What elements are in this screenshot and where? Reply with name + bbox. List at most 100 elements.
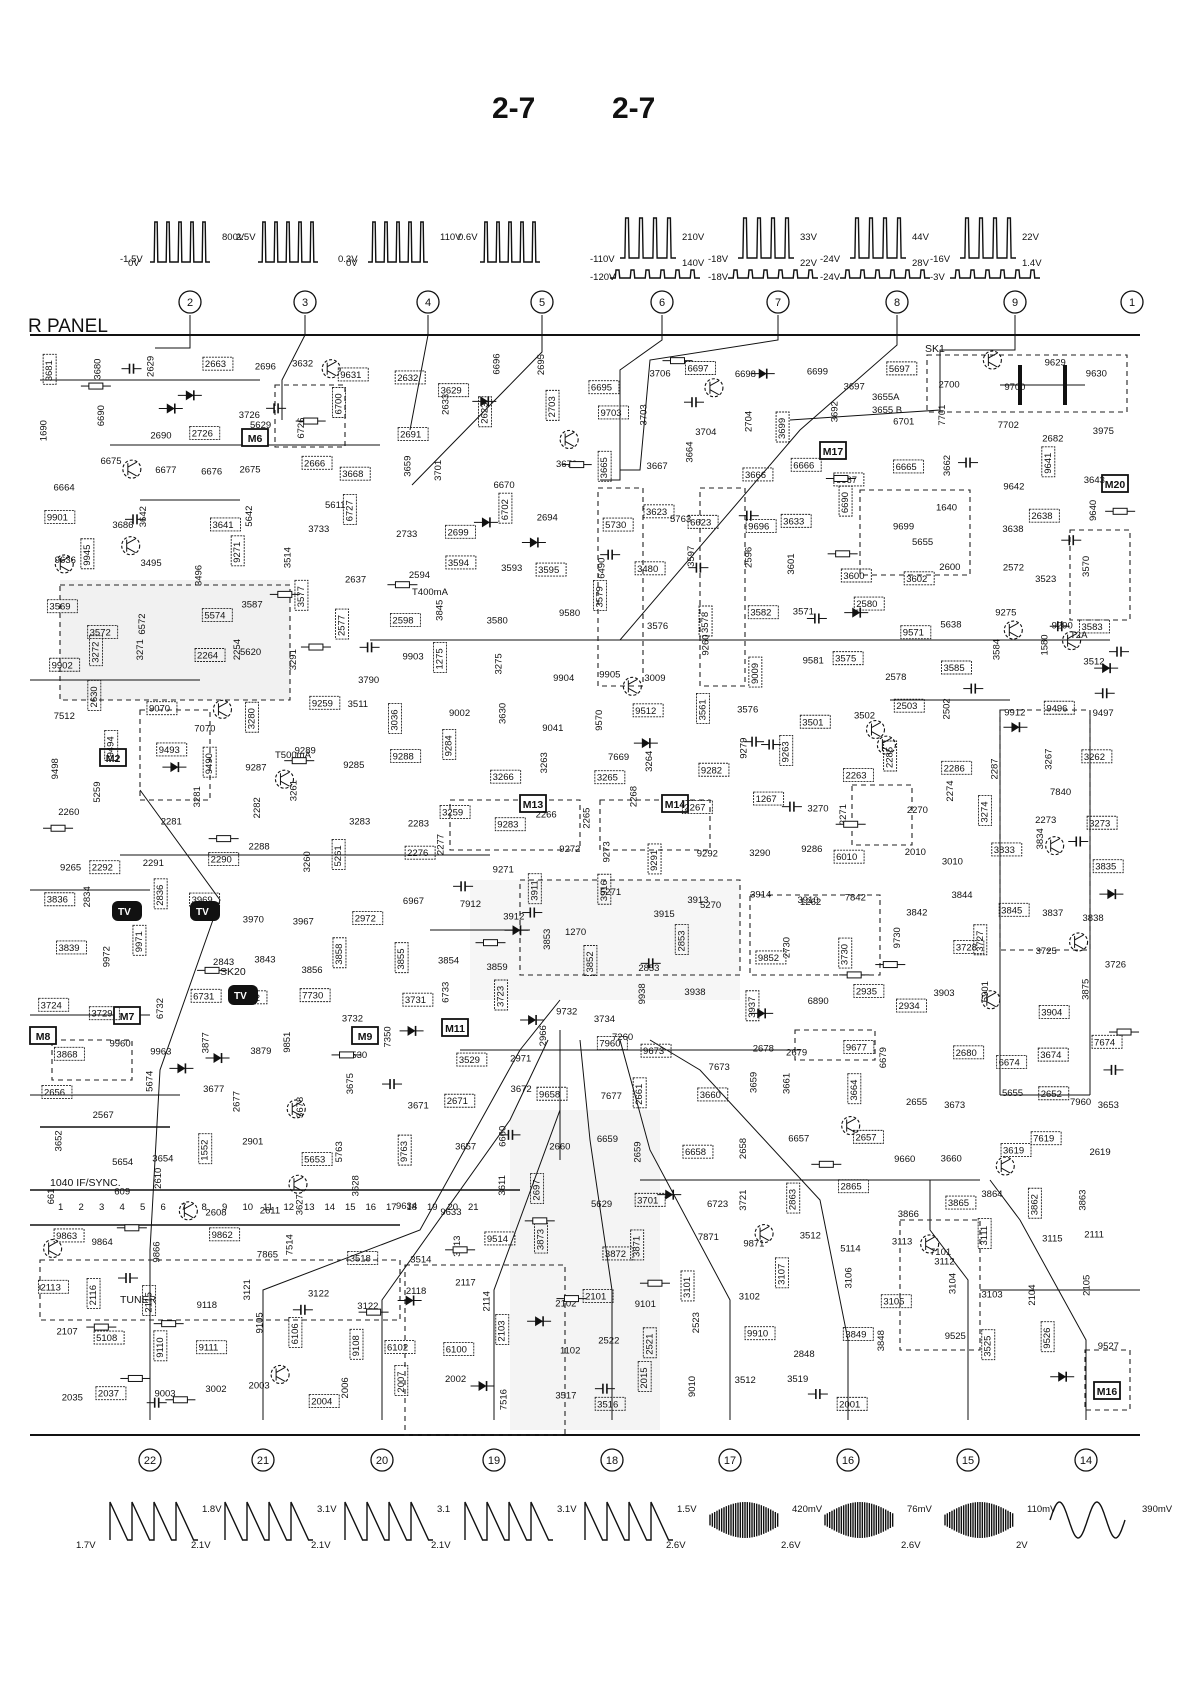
component-ref-label: 9864 bbox=[92, 1237, 113, 1248]
component-ref-label: 3628 bbox=[351, 1175, 362, 1196]
component-ref-label: 3576 bbox=[647, 621, 668, 632]
component-ref-label: 3859 bbox=[486, 962, 507, 973]
part-7840: 7840 bbox=[1050, 787, 1071, 798]
page-number-left: 2-7 bbox=[492, 92, 536, 125]
component-ref-label: 9660 bbox=[894, 1154, 915, 1165]
component-ref-label: 1690 bbox=[39, 420, 50, 441]
component-ref: 3275 bbox=[494, 653, 505, 674]
component-ref: 2037 bbox=[95, 1386, 127, 1401]
waveform-value: 1.5V bbox=[677, 1504, 697, 1515]
component-ref: 2105 bbox=[1081, 1275, 1092, 1296]
component-ref: 2633 bbox=[441, 394, 452, 415]
test-point-21: 21 bbox=[251, 1448, 275, 1472]
module-label: M14 bbox=[665, 799, 686, 811]
component-ref: 2273 bbox=[1035, 815, 1056, 826]
component-ref-label: 6010 bbox=[836, 852, 857, 863]
component-ref-label: 3692 bbox=[829, 401, 840, 422]
component-ref: 3271 bbox=[135, 639, 146, 660]
waveform-16 bbox=[824, 1502, 894, 1538]
component-ref: 3512 bbox=[1083, 656, 1104, 667]
component-ref: 3113 bbox=[892, 1237, 912, 1248]
component-ref-label: 3122 bbox=[357, 1301, 378, 1312]
component-ref: 6657 bbox=[788, 1134, 809, 1145]
component-ref: 9660 bbox=[894, 1154, 915, 1165]
waveform-value: 2.1V bbox=[311, 1540, 331, 1551]
component-ref-label: 2865 bbox=[841, 1182, 862, 1193]
waveform-8 bbox=[840, 217, 930, 279]
component-ref-label: 9640 bbox=[1088, 500, 1099, 521]
component-ref-label: 6723 bbox=[707, 1199, 728, 1210]
component-ref: 3283 bbox=[349, 816, 370, 827]
component-ref-label: 7516 bbox=[498, 1389, 509, 1410]
waveform-value: 2.6V bbox=[666, 1540, 686, 1551]
waveform-value: 3.1V bbox=[317, 1504, 337, 1515]
module-m7: M7 bbox=[113, 1006, 141, 1025]
component-ref: 9003 bbox=[154, 1389, 175, 1400]
component-ref-label: 2101 bbox=[585, 1291, 606, 1302]
component-ref: 3871 bbox=[630, 1229, 645, 1261]
component-ref-label: 3652 bbox=[54, 1130, 65, 1151]
component-ref-label: 3265 bbox=[597, 773, 618, 784]
component-ref-label: 9493 bbox=[159, 745, 180, 756]
component-ref-label: 3512 bbox=[735, 1375, 756, 1386]
component-ref: 9673 bbox=[640, 1043, 672, 1058]
component-ref: 3290 bbox=[749, 848, 770, 859]
component-ref-label: 5642 bbox=[244, 506, 255, 527]
component-ref-label: 5114 bbox=[840, 1243, 860, 1254]
component-ref: 3836 bbox=[44, 892, 76, 907]
component-ref: 3582 bbox=[747, 605, 779, 620]
component-ref-label: 3582 bbox=[750, 608, 771, 619]
module-label: M16 bbox=[1097, 1386, 1118, 1398]
component-ref: 6702 bbox=[498, 492, 513, 524]
part-1262: 1262 bbox=[800, 897, 821, 908]
component-ref: 3519 bbox=[787, 1374, 808, 1385]
component-ref-label: 9287 bbox=[245, 762, 266, 773]
component-ref: 2113 bbox=[37, 1279, 69, 1294]
waveform-value: 1.4V bbox=[1022, 258, 1042, 269]
component-ref: 1267 bbox=[753, 791, 785, 806]
component-ref-label: 2010 bbox=[905, 847, 926, 858]
component-ref: 9938 bbox=[637, 983, 648, 1004]
diode-symbol bbox=[397, 1295, 422, 1306]
component-ref: 3495 bbox=[140, 558, 161, 569]
component-ref-label: 3833 bbox=[994, 845, 1015, 856]
component-ref-label: 2695 bbox=[536, 354, 547, 375]
component-ref: 9279 bbox=[739, 738, 750, 759]
component-ref-label: 2103 bbox=[497, 1320, 508, 1341]
component-ref: 6697 bbox=[685, 361, 716, 375]
component-ref: 9634 bbox=[396, 1201, 417, 1212]
component-ref-label: 2006 bbox=[340, 1377, 351, 1398]
transistor-symbol bbox=[982, 350, 1002, 370]
component-ref: 9871 bbox=[743, 1238, 764, 1249]
component-ref: 3578 bbox=[698, 605, 713, 637]
component-ref: 9851 bbox=[282, 1032, 293, 1053]
module-label: M13 bbox=[523, 799, 544, 811]
capacitor-symbol bbox=[125, 514, 146, 525]
component-ref: 9640 bbox=[1088, 500, 1099, 521]
waveform-7 bbox=[728, 217, 818, 279]
component-ref-label: 9101 bbox=[635, 1299, 656, 1310]
component-ref: 9963 bbox=[150, 1046, 171, 1057]
component-ref: 6690 bbox=[838, 485, 853, 517]
component-ref-label: 3501 bbox=[802, 717, 823, 728]
connector-pin: 3 bbox=[99, 1202, 104, 1213]
component-ref-label: 1267 bbox=[756, 794, 777, 805]
component-ref-label: 3580 bbox=[487, 615, 508, 626]
component-ref-label: 3912 bbox=[503, 912, 524, 923]
component-ref-label: 2700 bbox=[939, 379, 960, 390]
component-ref-label: 9570 bbox=[594, 710, 605, 731]
component-ref-label: 2972 bbox=[355, 914, 376, 925]
component-ref: 3623 bbox=[643, 504, 675, 519]
component-ref-label: 7350 bbox=[382, 1026, 393, 1047]
component-ref-label: 2503 bbox=[896, 701, 917, 712]
component-ref-label: 3967 bbox=[293, 917, 314, 928]
test-point-label: 2 bbox=[187, 297, 193, 309]
component-ref: 9903 bbox=[402, 652, 423, 663]
component-ref: 2699 bbox=[445, 524, 476, 539]
component-ref: 3845 bbox=[998, 902, 1030, 917]
component-ref: 2270 bbox=[907, 805, 928, 816]
component-ref: 2657 bbox=[853, 1129, 884, 1144]
test-point-20: 20 bbox=[370, 1448, 394, 1472]
component-ref-label: 3107 bbox=[776, 1264, 787, 1285]
component-ref: 3512 bbox=[735, 1375, 756, 1386]
